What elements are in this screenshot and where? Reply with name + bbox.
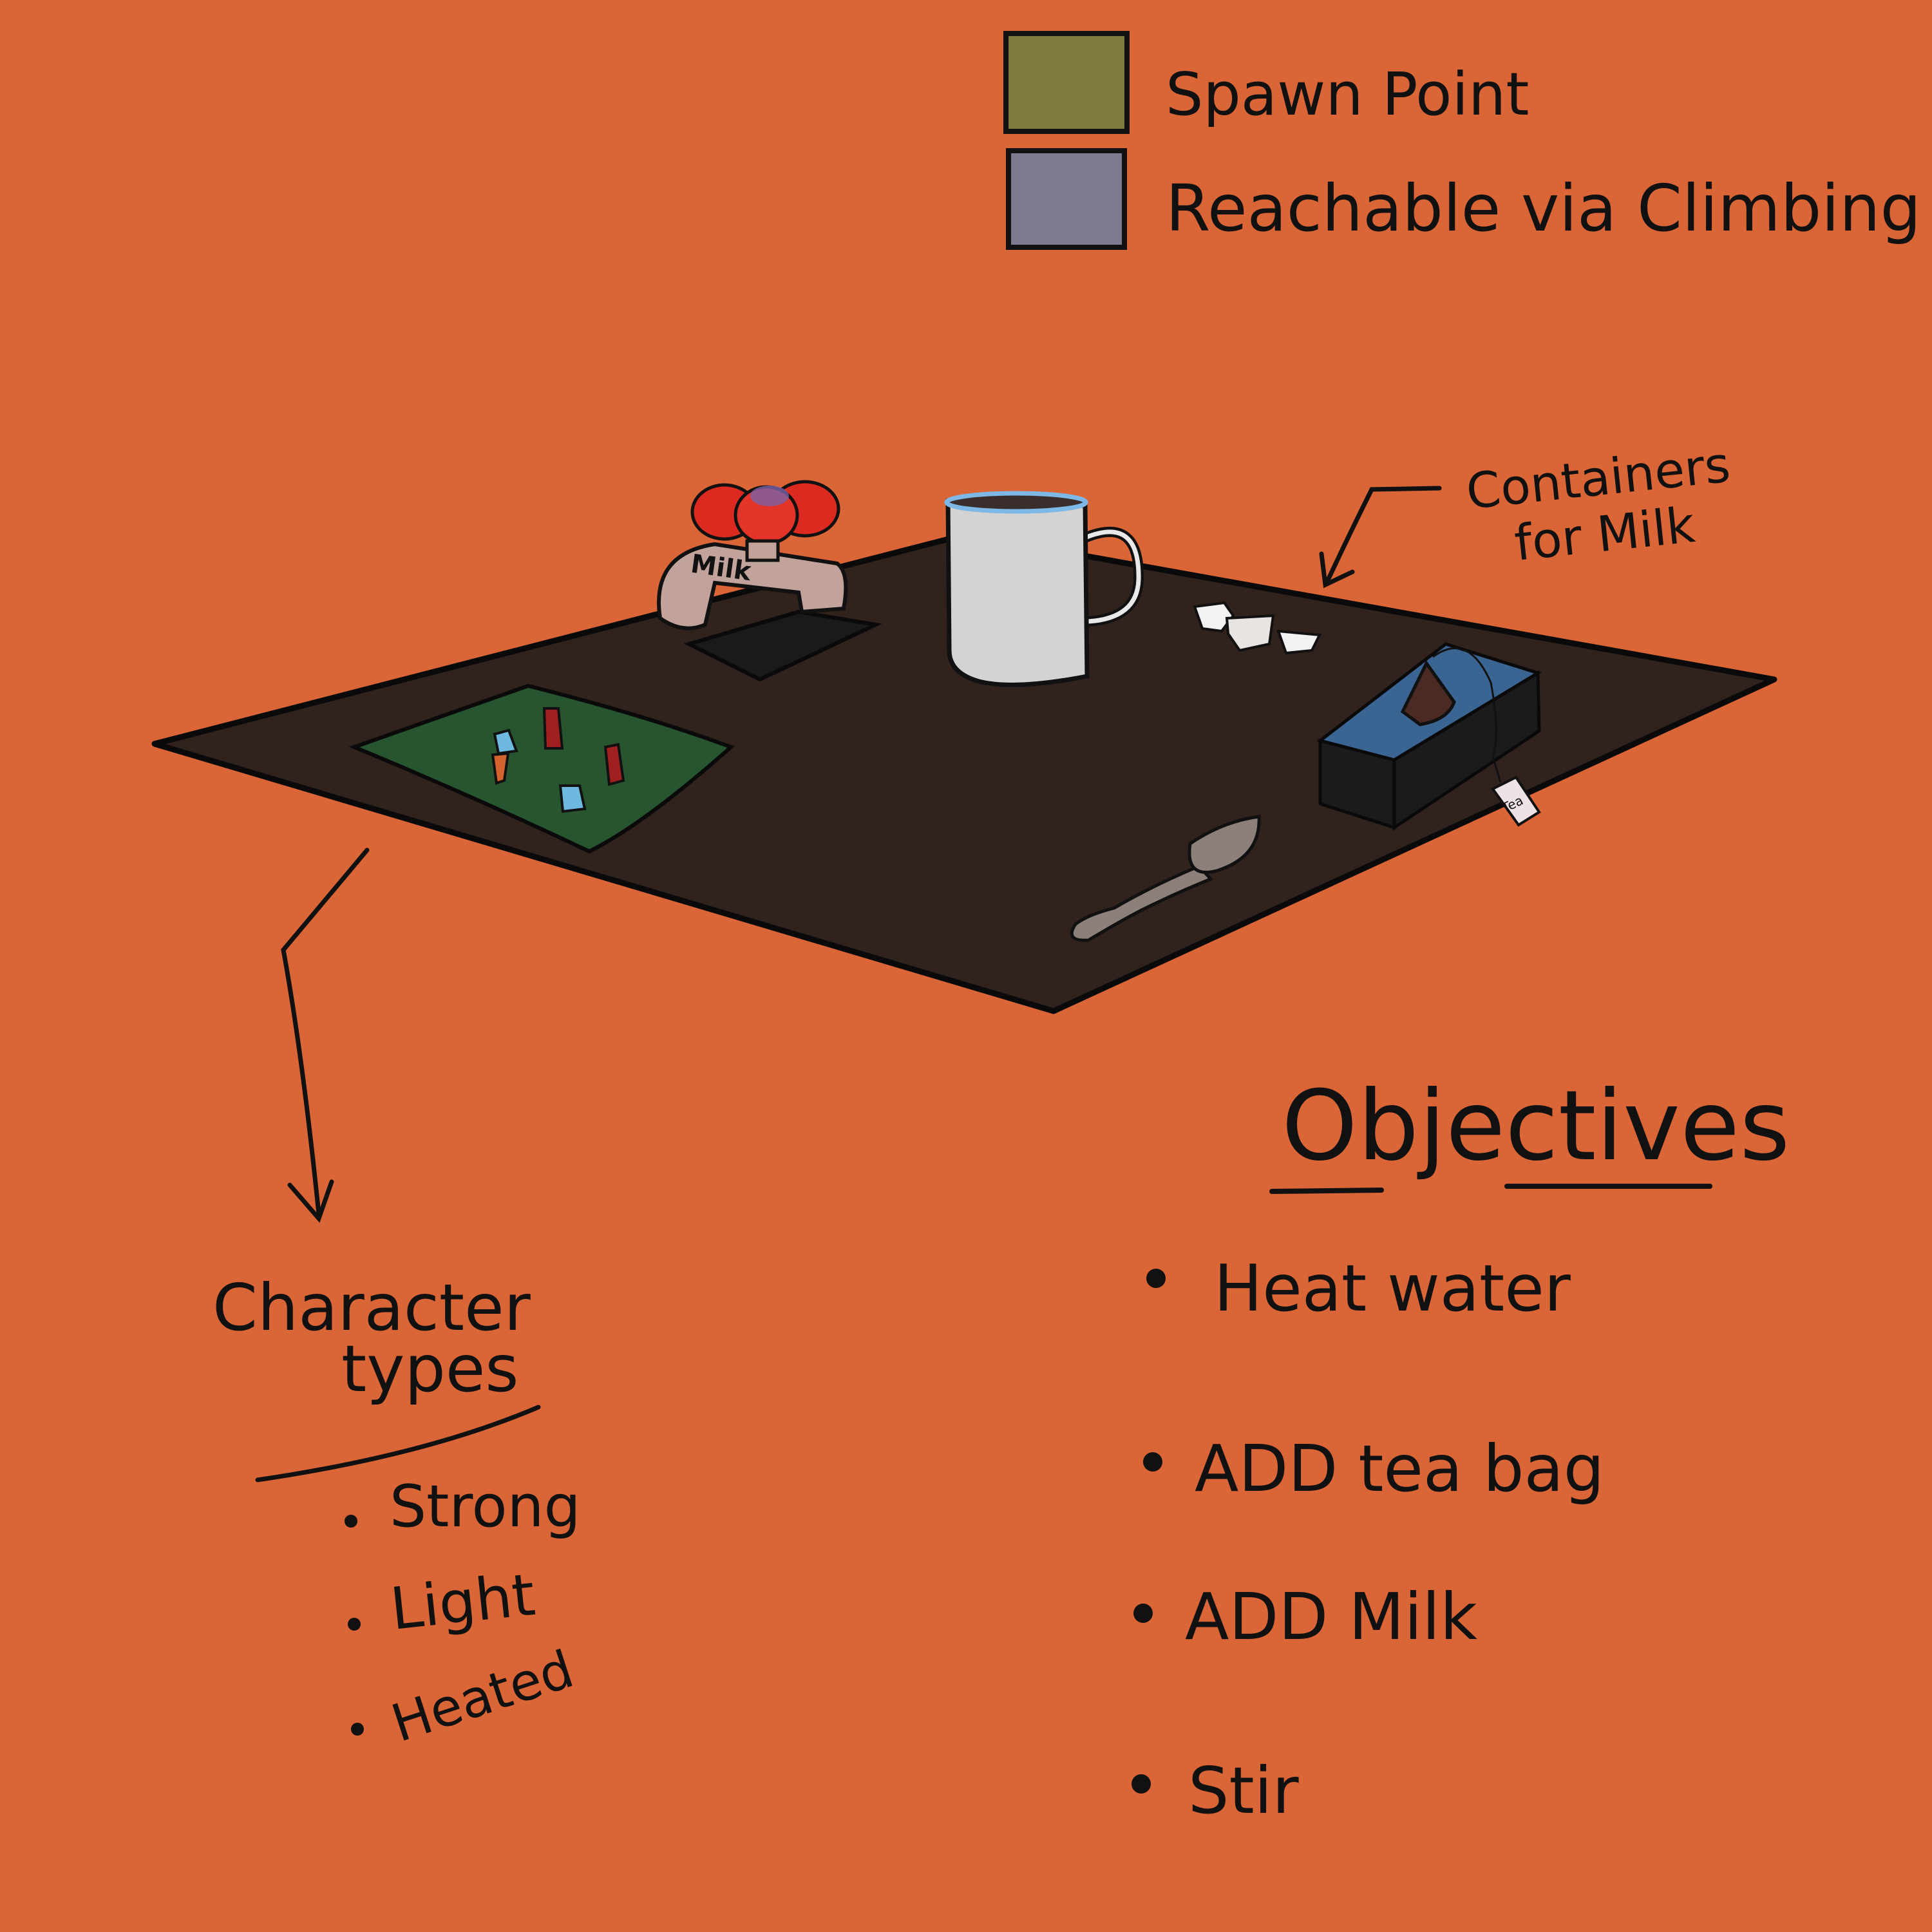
- bullet: [345, 1515, 357, 1528]
- arrowhead: [287, 1179, 334, 1223]
- drain-hole: [683, 609, 882, 682]
- annotation-containers-for-milk: Containers for Milk: [1319, 435, 1733, 589]
- legend: Spawn Point Reachable via Climbing: [1003, 31, 1921, 250]
- spoon: [1070, 815, 1261, 942]
- tea-bag-string: [1432, 647, 1502, 783]
- legend-label-reachable-climbing: Reachable via Climbing: [1166, 171, 1921, 246]
- tea-box: Tea: [1316, 642, 1542, 831]
- mug-handle-inner: [1084, 529, 1141, 624]
- mug-rim: [944, 491, 1088, 514]
- tap-stem: [745, 539, 780, 562]
- milk-containers: [1193, 601, 1322, 655]
- bullet: [1143, 1452, 1162, 1472]
- character-type-item: Strong: [390, 1473, 581, 1540]
- legend-label-spawn-point: Spawn Point: [1166, 60, 1529, 129]
- milk-tap: Milk: [657, 480, 882, 682]
- character-types-arrow: [281, 848, 370, 1223]
- milk-container: [1276, 629, 1322, 655]
- tap-handle: [690, 480, 840, 562]
- objectives-heading: Objectives: [1282, 1070, 1790, 1182]
- arrow-line: [281, 848, 370, 1217]
- figurine-blue: [558, 784, 587, 813]
- spoon-bowl: [1188, 815, 1261, 874]
- bullet: [1146, 1269, 1166, 1288]
- tea-bag-tag: [1491, 775, 1541, 827]
- character-type-item: Light: [387, 1561, 538, 1643]
- character-types: Character types Strong Light Heated: [213, 1270, 581, 1754]
- annotation-arrow: [1324, 486, 1442, 585]
- milk-container: [1225, 614, 1275, 652]
- bullet: [1133, 1604, 1153, 1623]
- annotation-arrowhead: [1319, 551, 1355, 589]
- figurine-blue: [493, 728, 518, 755]
- figurine-red: [542, 707, 564, 750]
- character-type-item: Heated: [384, 1639, 580, 1754]
- spawn-mat-cloth: [348, 683, 735, 854]
- legend-swatch-spawn-point: [1003, 31, 1130, 134]
- objective-item: ADD Milk: [1185, 1579, 1477, 1654]
- legend-swatch-reachable-climbing: [1006, 148, 1127, 250]
- spoon-handle: [1070, 864, 1214, 942]
- objective-item: Stir: [1188, 1753, 1299, 1828]
- character-types-heading-line-1: Character: [213, 1270, 531, 1345]
- mug-body: [945, 498, 1090, 687]
- tap-handle-top: [750, 486, 789, 506]
- tea-bag: [1400, 660, 1456, 726]
- objective-item: Heat water: [1214, 1251, 1571, 1326]
- character-types-underline: [255, 1405, 541, 1482]
- spawn-mat: [348, 683, 735, 854]
- bullet: [1132, 1774, 1151, 1794]
- character-figurines: [491, 707, 625, 813]
- objectives: Objectives Heat water ADD tea bag ADD Mi…: [1132, 1070, 1790, 1828]
- tap-body: [657, 542, 848, 630]
- bullet: [348, 1618, 361, 1631]
- character-types-heading-line-2: types: [341, 1331, 519, 1406]
- objectives-underline-left: [1269, 1188, 1384, 1194]
- objective-item: ADD tea bag: [1195, 1431, 1604, 1506]
- mug: [944, 491, 1144, 687]
- bullet: [351, 1723, 364, 1736]
- figurine-orange: [491, 752, 510, 785]
- figurine-red: [603, 743, 625, 786]
